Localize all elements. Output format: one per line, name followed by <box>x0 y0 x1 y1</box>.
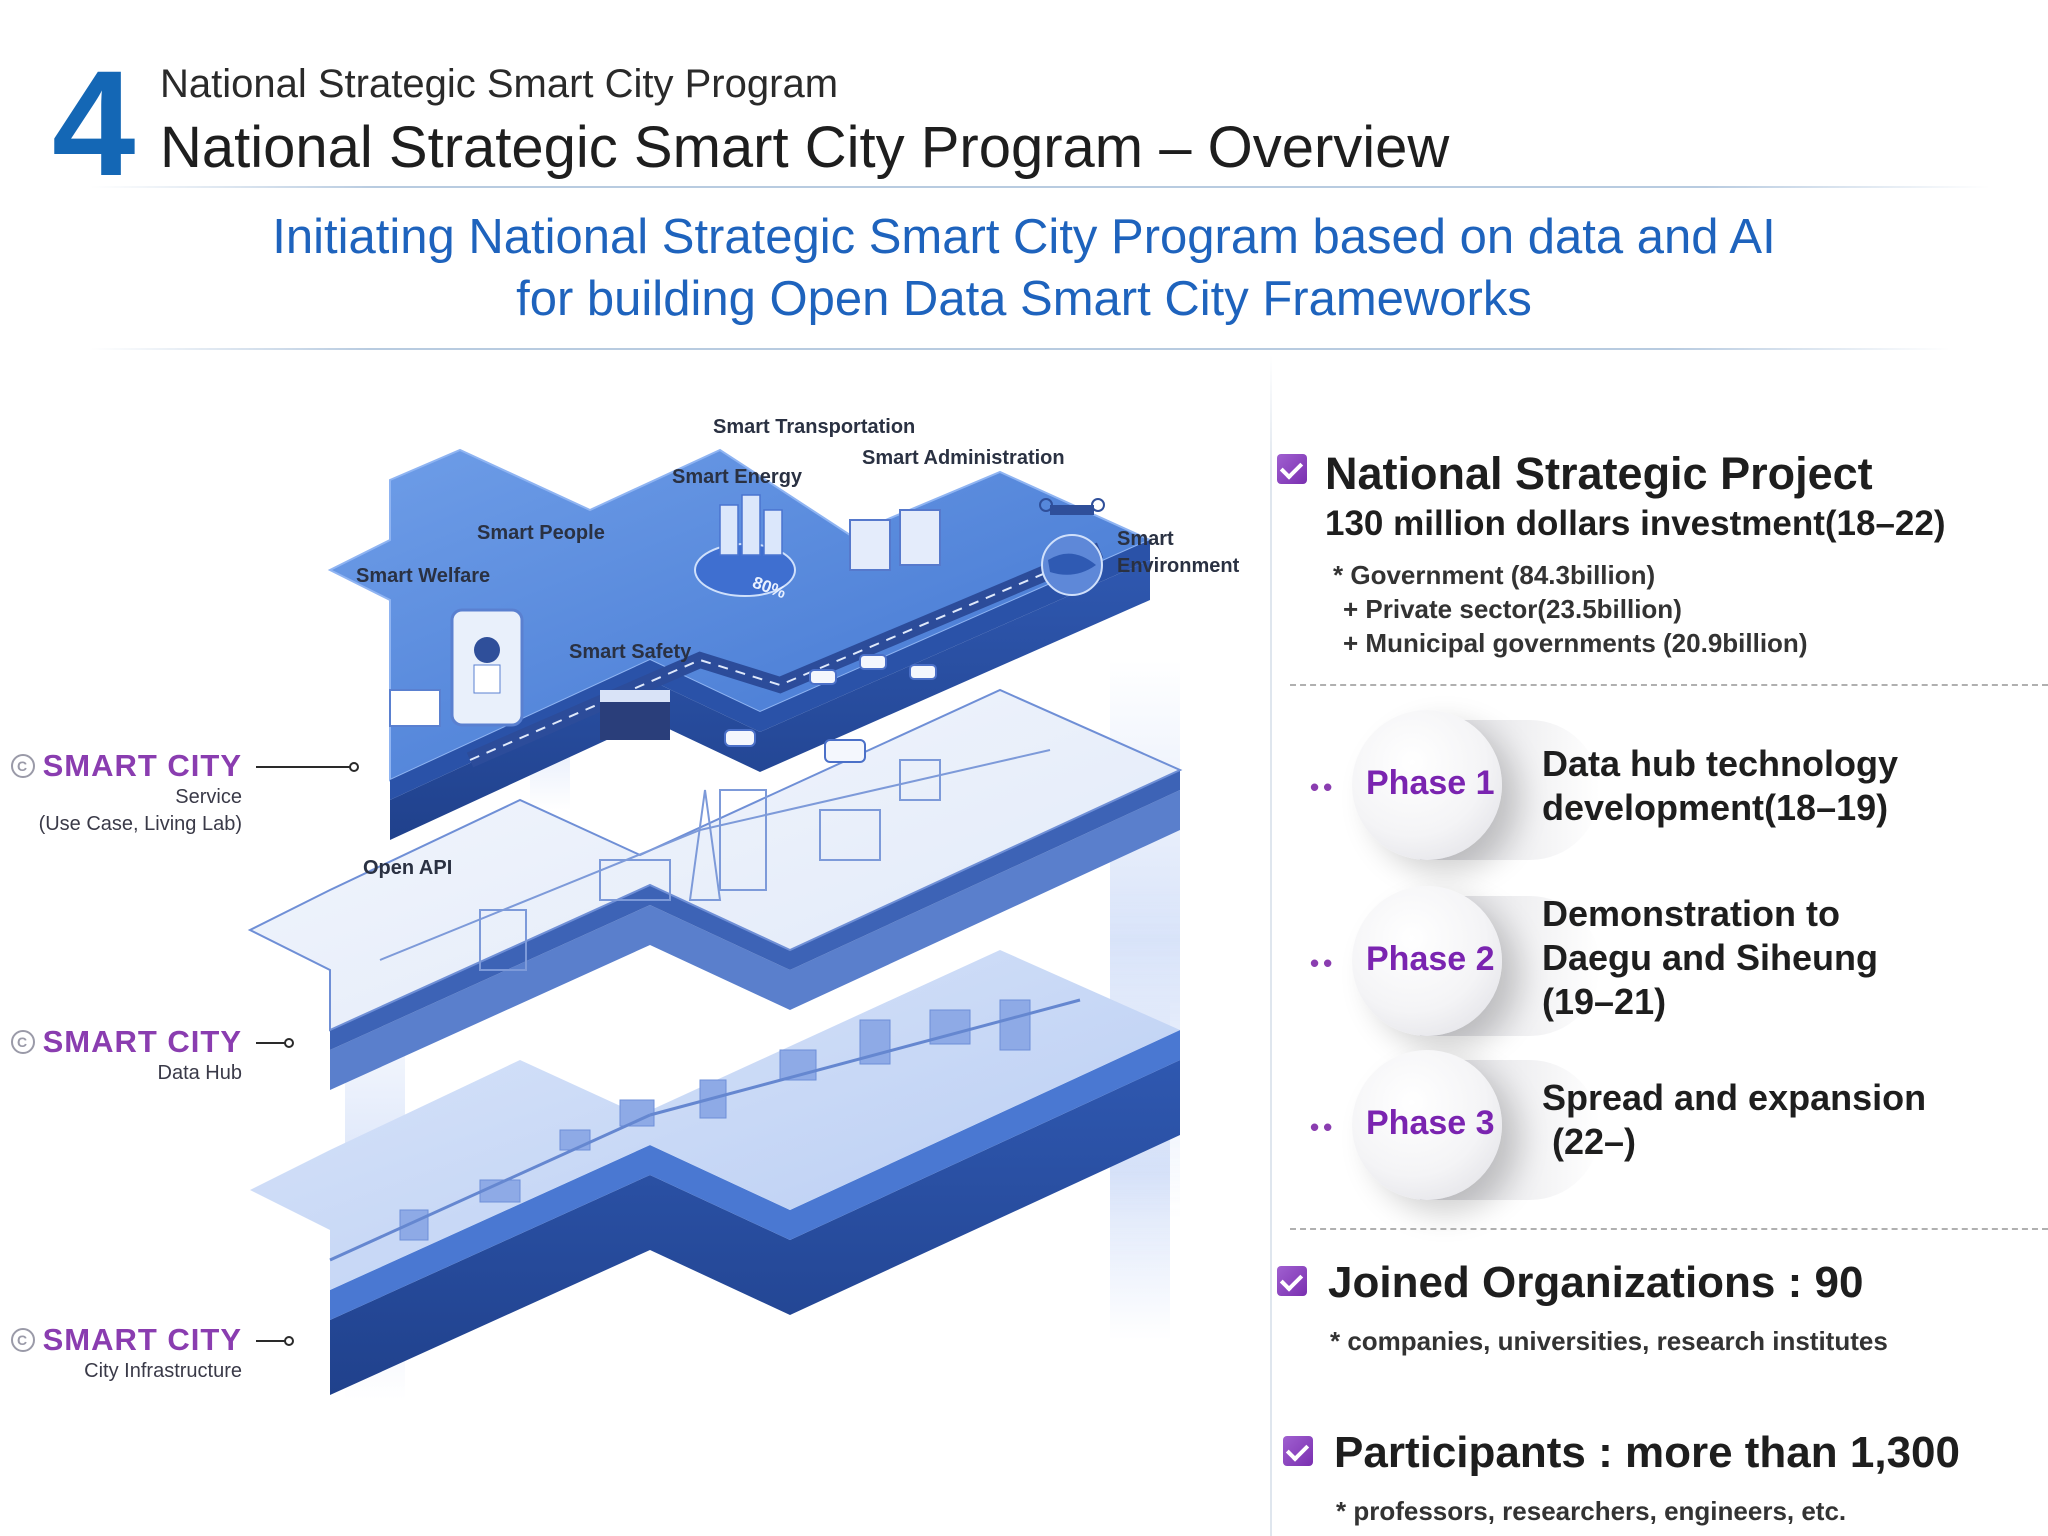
phase-label: Phase 1 <box>1366 764 1495 802</box>
phase-desc-1: Spread and expansion <box>1542 1077 1927 1118</box>
label-smart-administration: Smart Administration <box>862 447 1065 469</box>
layer-label-infrastructure: C SMART CITY City Infrastructure <box>10 1322 242 1385</box>
smart-city-logo-icon: C <box>10 1030 35 1054</box>
vertical-divider <box>1270 355 1272 1536</box>
breakdown-government: * Government (84.3billion) <box>1333 560 1656 590</box>
label-smart-energy: Smart Energy <box>672 466 803 488</box>
phase-disc <box>1352 710 1502 860</box>
label-smart-environment-1: Smart <box>1117 528 1174 550</box>
layer-sub-1: City Infrastructure <box>84 1360 242 1382</box>
phase-desc-1: Data hub technology <box>1542 743 1899 784</box>
isometric-city-graphic <box>247 448 1183 1400</box>
label-smart-welfare: Smart Welfare <box>356 565 491 587</box>
phase-label: Phase 3 <box>1366 1104 1495 1142</box>
breakdown-private: + Private sector(23.5billion) <box>1343 594 1682 624</box>
phase-desc-3: (19–21) <box>1542 981 1667 1022</box>
project-title: National Strategic Project <box>1325 448 1873 499</box>
data-hub-layer <box>247 688 1183 1090</box>
project-investment: 130 million dollars investment(18–22) <box>1325 504 1946 543</box>
layer-label-service: C SMART CITY Service (Use Case, Living La… <box>10 748 242 838</box>
section-small-title: National Strategic Smart City Program <box>160 62 839 106</box>
layer-sub-2: (Use Case, Living Lab) <box>38 813 242 835</box>
phase-dots: •• <box>1310 772 1337 802</box>
checkbox-icon <box>1277 1266 1307 1296</box>
dashed-divider <box>1290 1228 2048 1230</box>
phase-dots: •• <box>1310 1112 1337 1142</box>
dashed-divider <box>1290 684 2048 686</box>
checkbox-icon <box>1277 454 1307 484</box>
phase-dots: •• <box>1310 948 1337 978</box>
service-layer <box>327 448 1153 840</box>
phase-label: Phase 2 <box>1366 940 1495 978</box>
label-smart-transportation: Smart Transportation <box>713 416 916 438</box>
phase-desc-2: (22–) <box>1542 1121 1637 1162</box>
header-rule <box>90 186 1990 188</box>
layer-name: SMART CITY <box>42 748 242 783</box>
phase-disc <box>1352 886 1502 1036</box>
label-open-api: Open API <box>363 857 453 879</box>
phase-desc-2: development(18–19) <box>1542 787 1889 828</box>
smart-city-logo-icon: C <box>10 1328 35 1352</box>
subtitle-rule <box>90 348 1950 350</box>
organizations-note: * companies, universities, research inst… <box>1330 1326 1888 1356</box>
section-number: 4 <box>52 39 136 207</box>
breakdown-municipal: + Municipal governments (20.9billion) <box>1343 628 1808 658</box>
phase-desc-2: Daegu and Siheung <box>1542 937 1879 978</box>
layer-connectors <box>256 762 359 1346</box>
participants-title: Participants : more than 1,300 <box>1334 1428 1960 1477</box>
layer-label-data-hub: C SMART CITY Data Hub <box>10 1024 242 1087</box>
smart-city-logo-icon: C <box>10 754 35 778</box>
phase-1: •• Phase 1 Data hub technology developme… <box>1310 710 2048 870</box>
subtitle-line-2: for building Open Data Smart City Framew… <box>516 272 1532 326</box>
smart-city-illustration: Smart Transportation Smart Administratio… <box>0 360 1270 1536</box>
infrastructure-layer <box>250 950 1180 1395</box>
label-smart-people: Smart People <box>477 522 605 544</box>
layer-sub-1: Data Hub <box>157 1062 243 1084</box>
label-smart-environment-2: Environment <box>1117 555 1240 577</box>
phase-2: •• Phase 2 Demonstration to Daegu and Si… <box>1310 886 2048 1046</box>
participants-note: * professors, researchers, engineers, et… <box>1336 1496 1847 1526</box>
layer-sub-1: Service <box>175 786 242 808</box>
layer-name: SMART CITY <box>42 1322 242 1357</box>
page-title: National Strategic Smart City Program – … <box>160 115 1450 180</box>
phase-disc <box>1352 1050 1502 1200</box>
label-smart-safety: Smart Safety <box>569 641 692 663</box>
checkbox-icon <box>1283 1436 1313 1466</box>
phase-desc-1: Demonstration to <box>1542 893 1841 934</box>
phase-3: •• Phase 3 Spread and expansion (22–) <box>1310 1050 2048 1210</box>
subtitle-line-1: Initiating National Strategic Smart City… <box>272 210 1776 264</box>
layer-name: SMART CITY <box>42 1024 242 1059</box>
organizations-title: Joined Organizations : 90 <box>1328 1258 1864 1307</box>
